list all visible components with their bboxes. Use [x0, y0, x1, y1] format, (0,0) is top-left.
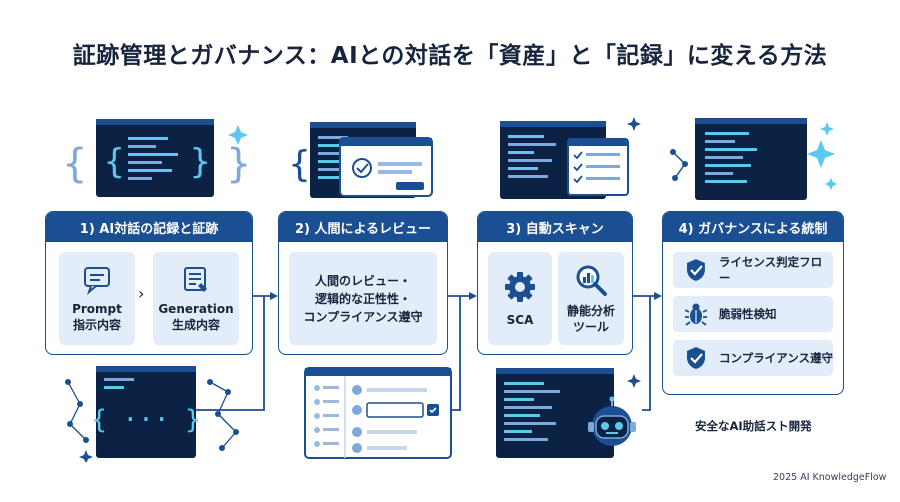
magnifier-chart-icon — [576, 265, 607, 296]
shield-check-icon — [687, 347, 705, 369]
step-card-human-review: 2) 人間によるレビュー 人間のレビュー・ 逻辑的な正性性・ コンプライアンス遵… — [278, 211, 448, 355]
static-analysis-box: 静能分析 ツール — [558, 252, 624, 345]
governance-item-label: 脆弱性検知 — [719, 307, 777, 321]
gear-icon — [505, 271, 535, 302]
governance-window-illustration — [670, 118, 837, 200]
generation-label: Generation — [158, 301, 234, 316]
copyright-text: 2025 AI KnowledgeFlow — [773, 472, 887, 483]
review-box: 人間のレビュー・ 逻辑的な正性性・ コンプライアンス遵守 — [289, 252, 437, 345]
static-analysis-sublabel: ツール — [572, 319, 609, 334]
governance-item-compliance: コンプライアンス遵守 — [673, 340, 833, 376]
prompt-label: Prompt — [72, 301, 122, 316]
robot-icon — [588, 396, 636, 446]
bug-icon — [685, 303, 707, 326]
step-header: 3) 自動スキャン — [478, 212, 632, 242]
step-card-auto-scan: 3) 自動スキャン SCA 静能分析 ツール — [477, 211, 633, 355]
scan-robot-illustration — [496, 368, 641, 458]
step-header: 1) AI対話の記録と証跡 — [46, 212, 252, 242]
governance-item-label: ライセンス判定フロー — [718, 255, 823, 285]
step-header: 4) ガバナンスによる統制 — [663, 212, 843, 242]
review-list-illustration — [304, 367, 452, 459]
prompt-box: Prompt 指示内容 — [59, 252, 135, 345]
governance-item-license: ライセンス判定フロー — [673, 252, 833, 288]
review-line: コンプライアンス遵守 — [303, 309, 423, 324]
review-line: 逻辑的な正性性・ — [314, 291, 411, 306]
scan-window-illustration — [500, 117, 641, 199]
governance-item-vulnerability: 脆弱性検知 — [673, 296, 833, 332]
svg-text:}: } — [226, 141, 250, 187]
document-chat-icon — [184, 266, 207, 292]
step-header: 2) 人間によるレビュー — [279, 212, 447, 242]
chat-bubble-icon — [84, 266, 110, 295]
svg-text:}: } — [190, 142, 210, 182]
generation-box: Generation 生成内容 — [153, 252, 239, 345]
svg-text:{: { — [104, 142, 124, 182]
static-analysis-label: 静能分析 — [566, 303, 615, 318]
svg-text:{: { — [288, 144, 311, 185]
review-window-illustration: { — [288, 122, 433, 198]
chevron-right-icon: › — [138, 284, 145, 303]
shield-check-icon — [686, 259, 705, 281]
footer-caption: 安全なAI助話スト開発 — [695, 419, 812, 433]
svg-text:{: { — [62, 141, 87, 187]
governance-item-label: コンプライアンス遵守 — [719, 351, 833, 365]
review-line: 人間のレビュー・ — [314, 273, 411, 288]
sca-label: SCA — [506, 312, 534, 327]
step-card-governance: 4) ガバナンスによる統制 ライセンス判定フロー 脆弱性検知 コンプライアンス遵… — [662, 211, 844, 395]
prompt-sublabel: 指示内容 — [72, 317, 121, 332]
code-glyph: { ··· } — [91, 405, 201, 435]
step-card-ai-dialog-record: 1) AI対話の記録と証跡 Prompt 指示内容 › Generation 生… — [45, 211, 253, 355]
generation-sublabel: 生成内容 — [171, 317, 220, 332]
sca-box: SCA — [488, 252, 552, 345]
code-window-illustration: { } { } — [62, 119, 250, 197]
code-snippet-illustration: { ··· } — [65, 366, 239, 462]
page-title: 証跡管理とガバナンス：AIとの対話を「資産」と「記録」に変える方法 — [72, 43, 828, 69]
